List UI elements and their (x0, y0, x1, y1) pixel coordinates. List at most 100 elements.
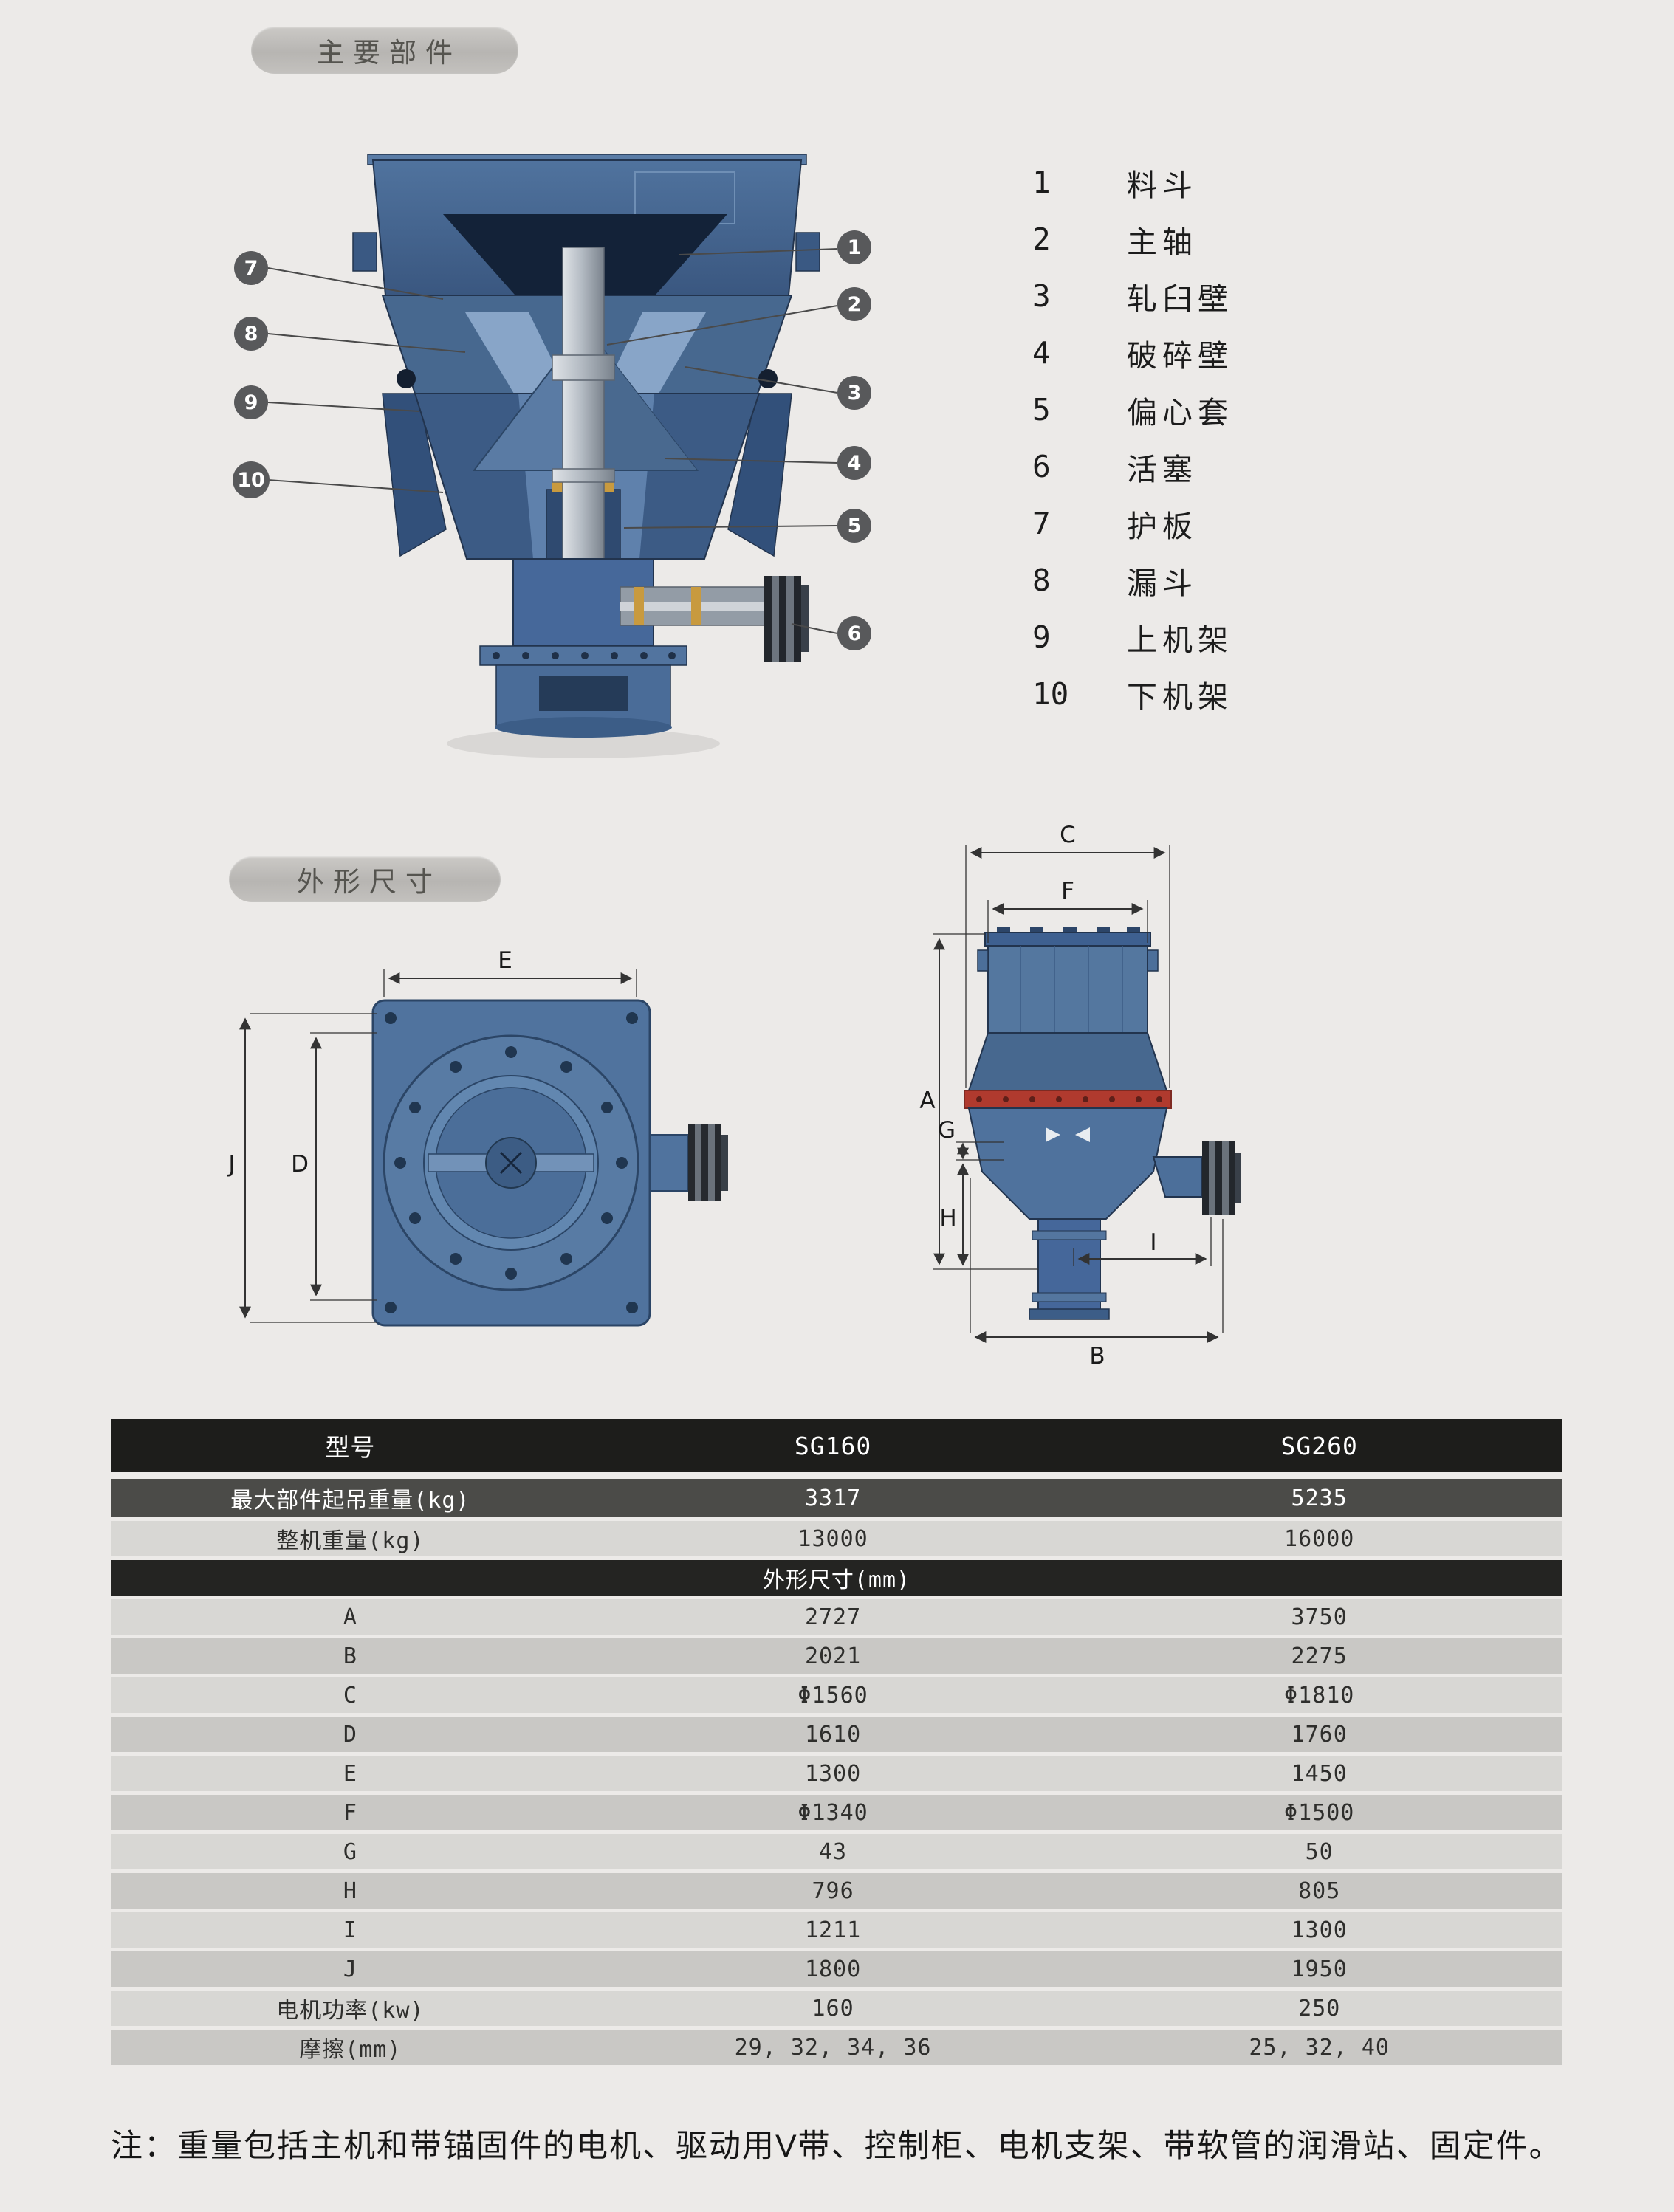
row-value-sg160: 1610 (804, 1721, 862, 1748)
spec-table: 型号 SG160 SG260 最大部件起吊重量(kg) 3317 5235 整机… (111, 1419, 1562, 2069)
table-section-header-row: 外形尺寸(mm) (111, 1560, 1562, 1596)
top-view-figure: E J D (207, 949, 783, 1377)
row-label: H (343, 1878, 357, 1904)
dim-label-g: G (938, 1117, 956, 1144)
countershaft-pulley (1152, 1141, 1241, 1215)
legend-item: 2 主轴 (1032, 210, 1233, 267)
table-row-dim-e: E 1300 1450 (111, 1756, 1562, 1791)
components-legend: 1 料斗 2 主轴 3 轧臼壁 4 破碎壁 5 偏心套 6 活塞 7 护板 8 (1032, 154, 1233, 722)
dim-label-f: F (1061, 878, 1074, 904)
legend-num: 2 (1032, 221, 1051, 257)
row-value-sg160: 29, 32, 34, 36 (734, 2034, 932, 2061)
section-badge-dimensions: 外形尺寸 (229, 856, 501, 902)
row-value-sg160: 1300 (804, 1760, 862, 1787)
row-label: 电机功率(kw) (276, 1998, 425, 2024)
footnote: 注：重量包括主机和带锚固件的电机、驱动用V带、控制柜、电机支架、带软管的润滑站、… (111, 2129, 1562, 2164)
legend-item: 6 活塞 (1032, 438, 1233, 495)
legend-item: 10 下机架 (1032, 665, 1233, 722)
row-value-sg160: 13000 (797, 1525, 868, 1552)
callout-6: 6 (848, 622, 862, 645)
table-row-dim-g: G 43 50 (111, 1834, 1562, 1869)
legend-item: 8 漏斗 (1032, 552, 1233, 608)
legend-item: 9 上机架 (1032, 608, 1233, 665)
callout-3: 3 (848, 382, 862, 405)
upper-frame (382, 393, 792, 557)
dim-label-h: H (939, 1205, 956, 1232)
legend-label: 破碎壁 (1127, 338, 1233, 373)
table-row-friction: 摩擦(mm) 29, 32, 34, 36 25, 32, 40 (111, 2030, 1562, 2065)
table-row-total-weight: 整机重量(kg) 13000 16000 (111, 1521, 1562, 1556)
crusher-cutaway-drawing: 1 2 3 4 5 6 7 8 9 10 (233, 154, 871, 758)
row-label: B (343, 1643, 357, 1669)
row-value-sg260: 805 (1298, 1878, 1341, 1904)
dim-label-j: J (227, 1151, 235, 1178)
callout-4: 4 (848, 452, 862, 475)
row-value-sg260: 16000 (1284, 1525, 1355, 1552)
callout-10: 10 (237, 469, 265, 492)
row-value-sg260: 25, 32, 40 (1249, 2034, 1390, 2061)
section-badge-main-components: 主要部件 (251, 27, 518, 74)
legend-label: 活塞 (1127, 452, 1198, 487)
row-label: E (343, 1760, 357, 1787)
callout-8: 8 (244, 323, 258, 346)
row-label: D (343, 1721, 357, 1748)
row-label: A (343, 1604, 357, 1630)
row-value-sg260: 5235 (1291, 1485, 1348, 1511)
table-row-dim-a: A 2727 3750 (111, 1599, 1562, 1635)
top-view-drawing: E J D (227, 949, 728, 1327)
col-header-model: 型号 (325, 1433, 376, 1462)
table-row-dim-f: F Φ1340 Φ1500 (111, 1795, 1562, 1830)
flange-circle (383, 1034, 639, 1291)
side-view-drawing: C F A G H I B (919, 823, 1241, 1370)
ground-shadow (447, 729, 720, 758)
legend-label: 料斗 (1127, 168, 1198, 202)
row-label: C (343, 1682, 357, 1708)
main-body (967, 1107, 1168, 1220)
legend-num: 6 (1032, 448, 1051, 484)
dim-label-e: E (498, 949, 512, 974)
discharge-cylinder (1029, 1218, 1110, 1320)
row-value-sg160: 1211 (804, 1917, 862, 1943)
row-value-sg260: 1950 (1291, 1956, 1348, 1982)
legend-num: 8 (1032, 562, 1051, 598)
legend-label: 下机架 (1127, 679, 1233, 714)
legend-label: 护板 (1127, 509, 1198, 543)
row-value-sg160: Φ1560 (797, 1682, 868, 1708)
legend-num: 3 (1032, 278, 1051, 314)
row-label: G (343, 1838, 357, 1865)
row-label: I (343, 1917, 357, 1943)
legend-num: 7 (1032, 505, 1051, 541)
callout-5: 5 (848, 515, 862, 537)
row-value-sg160: 2021 (804, 1643, 862, 1669)
legend-num: 10 (1032, 676, 1069, 712)
table-row-dim-c: C Φ1560 Φ1810 (111, 1677, 1562, 1713)
row-label: F (343, 1799, 357, 1826)
row-value-sg260: 1300 (1291, 1917, 1348, 1943)
row-value-sg160: Φ1340 (797, 1799, 868, 1826)
top-cylinder (977, 927, 1159, 1034)
row-value-sg260: 1760 (1291, 1721, 1348, 1748)
legend-item: 4 破碎壁 (1032, 324, 1233, 381)
legend-label: 主轴 (1127, 224, 1198, 259)
row-value-sg260: 250 (1298, 1995, 1341, 2022)
side-view-figure: C F A G H I B (908, 823, 1307, 1414)
legend-num: 4 (1032, 334, 1051, 371)
row-value-sg160: 160 (812, 1995, 854, 2022)
row-value-sg160: 796 (812, 1878, 854, 1904)
dim-label-a: A (919, 1088, 935, 1114)
legend-item: 3 轧臼壁 (1032, 267, 1233, 324)
callout-leader-lines (267, 248, 838, 634)
col-header-sg260: SG260 (1280, 1431, 1358, 1460)
row-value-sg160: 43 (819, 1838, 848, 1865)
callout-markers: 1 2 3 4 5 6 7 8 9 10 (233, 230, 871, 650)
dim-label-d: D (291, 1151, 309, 1178)
table-row-dim-j: J 1800 1950 (111, 1951, 1562, 1987)
legend-item: 5 偏心套 (1032, 381, 1233, 438)
callout-1: 1 (848, 236, 862, 259)
row-value-sg160: 3317 (804, 1485, 862, 1511)
top-view-dimensions (239, 969, 637, 1323)
concave-left (465, 312, 569, 394)
callout-2: 2 (848, 293, 862, 316)
adjustment-ring (964, 1032, 1172, 1109)
